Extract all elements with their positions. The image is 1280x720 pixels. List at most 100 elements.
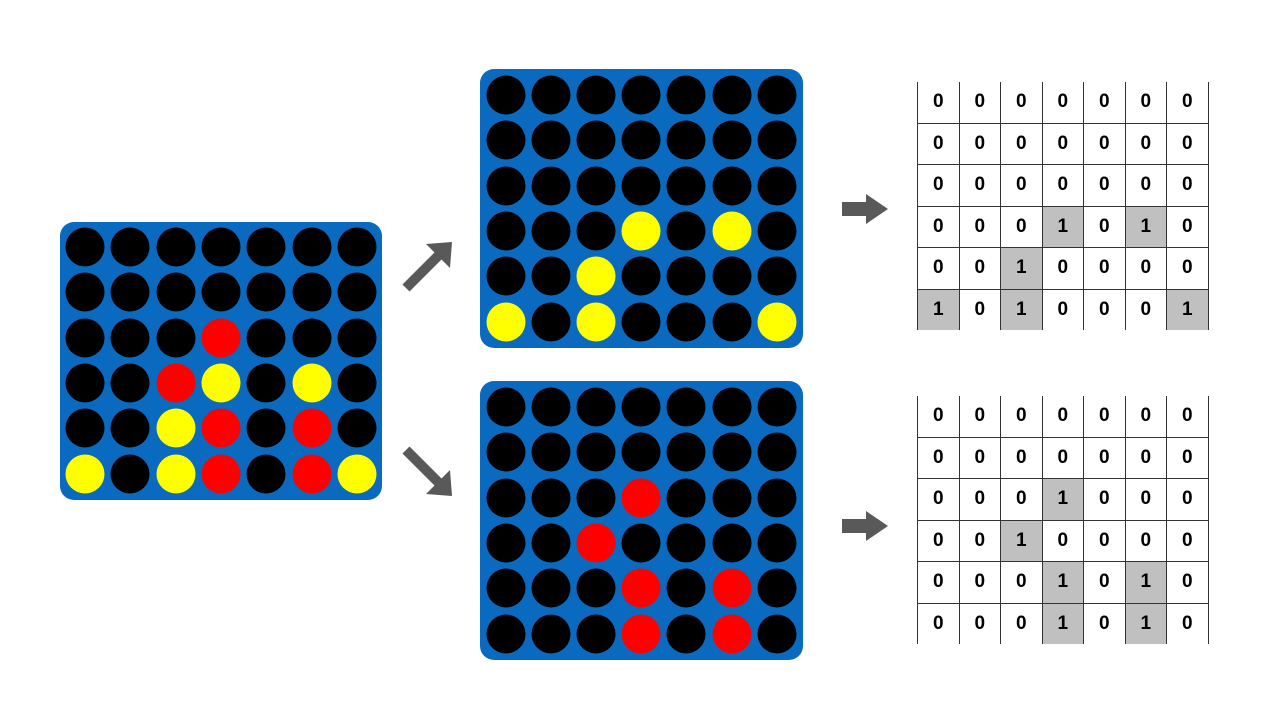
matrix-cell: 0	[1041, 247, 1084, 290]
matrix-cell: 0	[1124, 164, 1167, 207]
matrix-cell: 0	[917, 396, 960, 438]
matrix-cell: 0	[917, 122, 960, 165]
matrix-cell: 0	[917, 602, 960, 644]
red-disc	[292, 408, 331, 448]
empty-slot	[486, 166, 525, 206]
empty-slot	[576, 432, 616, 472]
empty-slot	[757, 478, 797, 518]
red-disc	[621, 478, 661, 518]
empty-slot	[576, 120, 616, 160]
empty-slot	[531, 523, 571, 563]
empty-slot	[531, 211, 571, 251]
empty-slot	[486, 478, 525, 518]
empty-slot	[110, 408, 150, 448]
red-disc	[576, 523, 616, 563]
matrix-cell: 0	[958, 164, 1001, 207]
empty-slot	[110, 454, 150, 493]
matrix-cell: 0	[1041, 122, 1084, 165]
yellow-disc	[156, 454, 196, 493]
empty-slot	[110, 363, 150, 403]
empty-slot	[201, 272, 241, 312]
matrix-cell: 0	[1083, 122, 1126, 165]
yellow-disc	[292, 363, 331, 403]
matrix-cell: 0	[1000, 478, 1043, 521]
empty-slot	[292, 272, 331, 312]
empty-slot	[246, 363, 286, 403]
matrix-cell: 0	[1000, 396, 1043, 438]
empty-slot	[486, 256, 525, 296]
matrix-cell: 1	[1041, 561, 1084, 604]
empty-slot	[486, 75, 525, 115]
empty-slot	[486, 120, 525, 160]
red-disc	[621, 568, 661, 608]
matrix-cell: 1	[1124, 205, 1167, 248]
empty-slot	[246, 454, 286, 493]
empty-slot	[621, 120, 661, 160]
arrow-down-right-icon	[402, 446, 452, 496]
empty-slot	[757, 387, 797, 427]
empty-slot	[712, 75, 751, 115]
empty-slot	[531, 75, 571, 115]
empty-slot	[156, 318, 196, 358]
matrix-cell: 0	[917, 478, 960, 521]
empty-slot	[337, 408, 377, 448]
matrix-cell: 0	[1124, 519, 1167, 562]
matrix-cell: 0	[1166, 82, 1209, 124]
matrix-cell: 0	[1041, 519, 1084, 562]
matrix-cell: 0	[1124, 122, 1167, 165]
empty-slot	[531, 478, 571, 518]
empty-slot	[246, 272, 286, 312]
matrix-cell: 0	[917, 164, 960, 207]
red-disc	[201, 408, 241, 448]
empty-slot	[486, 568, 525, 608]
matrix-cell: 0	[1000, 205, 1043, 248]
empty-slot	[65, 227, 105, 267]
red-disc	[292, 454, 331, 493]
empty-slot	[757, 614, 797, 653]
red-disc	[201, 318, 241, 358]
empty-slot	[576, 568, 616, 608]
empty-slot	[712, 432, 751, 472]
empty-slot	[757, 432, 797, 472]
matrix-cell: 1	[1041, 602, 1084, 644]
matrix-cell: 0	[1124, 82, 1167, 124]
matrix-cell: 0	[958, 436, 1001, 479]
matrix-cell: 0	[958, 288, 1001, 330]
matrix-cell: 0	[1083, 519, 1126, 562]
empty-slot	[110, 272, 150, 312]
matrix-cell: 0	[917, 247, 960, 290]
matrix-cell: 0	[1000, 561, 1043, 604]
red-disc	[621, 614, 661, 653]
empty-slot	[486, 614, 525, 653]
empty-slot	[621, 256, 661, 296]
empty-slot	[666, 302, 706, 341]
yellow-disc	[486, 302, 525, 341]
empty-slot	[712, 523, 751, 563]
matrix-cell: 0	[1083, 436, 1126, 479]
matrix-cell: 0	[958, 247, 1001, 290]
empty-slot	[712, 120, 751, 160]
empty-slot	[666, 432, 706, 472]
matrix-cell: 0	[958, 602, 1001, 644]
empty-slot	[576, 478, 616, 518]
arrow-right-icon	[842, 511, 888, 541]
matrix-cell: 0	[1166, 205, 1209, 248]
matrix-cell: 0	[1083, 82, 1126, 124]
empty-slot	[666, 120, 706, 160]
empty-slot	[246, 318, 286, 358]
original-board	[60, 222, 382, 500]
empty-slot	[666, 523, 706, 563]
yellow-disc	[156, 408, 196, 448]
empty-slot	[621, 387, 661, 427]
empty-slot	[531, 256, 571, 296]
empty-slot	[246, 408, 286, 448]
empty-slot	[65, 318, 105, 358]
empty-slot	[110, 318, 150, 358]
matrix-cell: 0	[1166, 122, 1209, 165]
